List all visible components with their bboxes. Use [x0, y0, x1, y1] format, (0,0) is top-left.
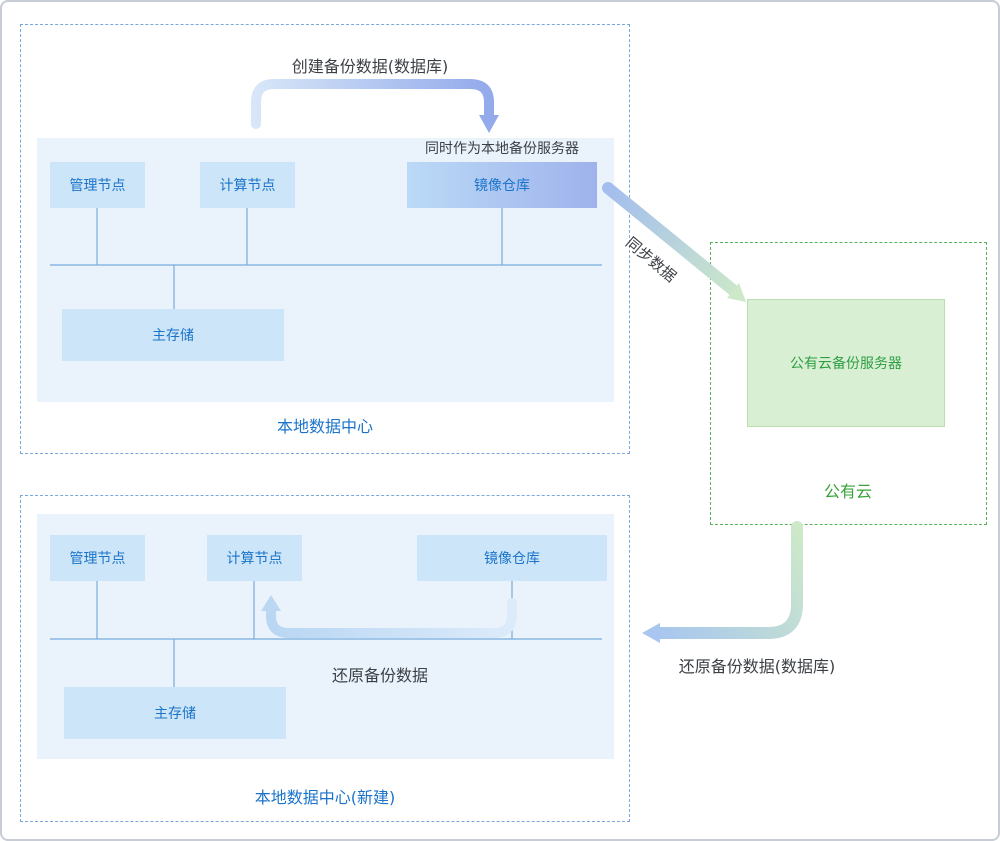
- bottom-mgmt-node-label: 管理节点: [69, 551, 126, 567]
- bottom-compute-node-label: 计算节点: [226, 551, 283, 567]
- bottom-storage-node-label: 主存储: [154, 706, 196, 722]
- top-registry-node: 镜像仓库: [407, 162, 597, 208]
- bottom-registry-node: 镜像仓库: [417, 535, 607, 581]
- top-registry-node-label: 镜像仓库: [474, 178, 530, 194]
- top-datacenter-label: 本地数据中心: [276, 417, 373, 436]
- top-compute-node: 计算节点: [200, 162, 295, 208]
- local-datacenter-bottom-box: [20, 495, 630, 822]
- bottom-compute-node: 计算节点: [207, 535, 302, 581]
- public-cloud-label: 公有云: [823, 482, 872, 501]
- restore-internal-label: 还原备份数据: [331, 666, 428, 685]
- bottom-storage-node: 主存储: [64, 687, 286, 739]
- sync-data-label: 同步数据: [622, 233, 680, 286]
- bottom-mgmt-node: 管理节点: [50, 535, 145, 581]
- bottom-datacenter-label: 本地数据中心(新建): [254, 788, 396, 807]
- create-backup-label: 创建备份数据(数据库): [291, 57, 449, 76]
- top-mgmt-node: 管理节点: [50, 162, 145, 208]
- public-cloud-backup-server-label: 公有云备份服务器: [790, 356, 902, 372]
- top-storage-node-label: 主存储: [152, 328, 194, 344]
- arrowhead-left-icon: [642, 623, 660, 643]
- public-cloud-backup-server: 公有云备份服务器: [747, 299, 945, 427]
- top-compute-node-label: 计算节点: [219, 178, 276, 194]
- restore-from-cloud-arrow: [642, 521, 803, 643]
- restore-external-label: 还原备份数据(数据库): [678, 657, 836, 676]
- top-mgmt-node-label: 管理节点: [69, 178, 126, 194]
- bottom-registry-node-label: 镜像仓库: [484, 551, 540, 567]
- top-storage-node: 主存储: [62, 309, 284, 361]
- public-cloud-box: [710, 242, 987, 525]
- registry-note: 同时作为本地备份服务器: [425, 141, 579, 157]
